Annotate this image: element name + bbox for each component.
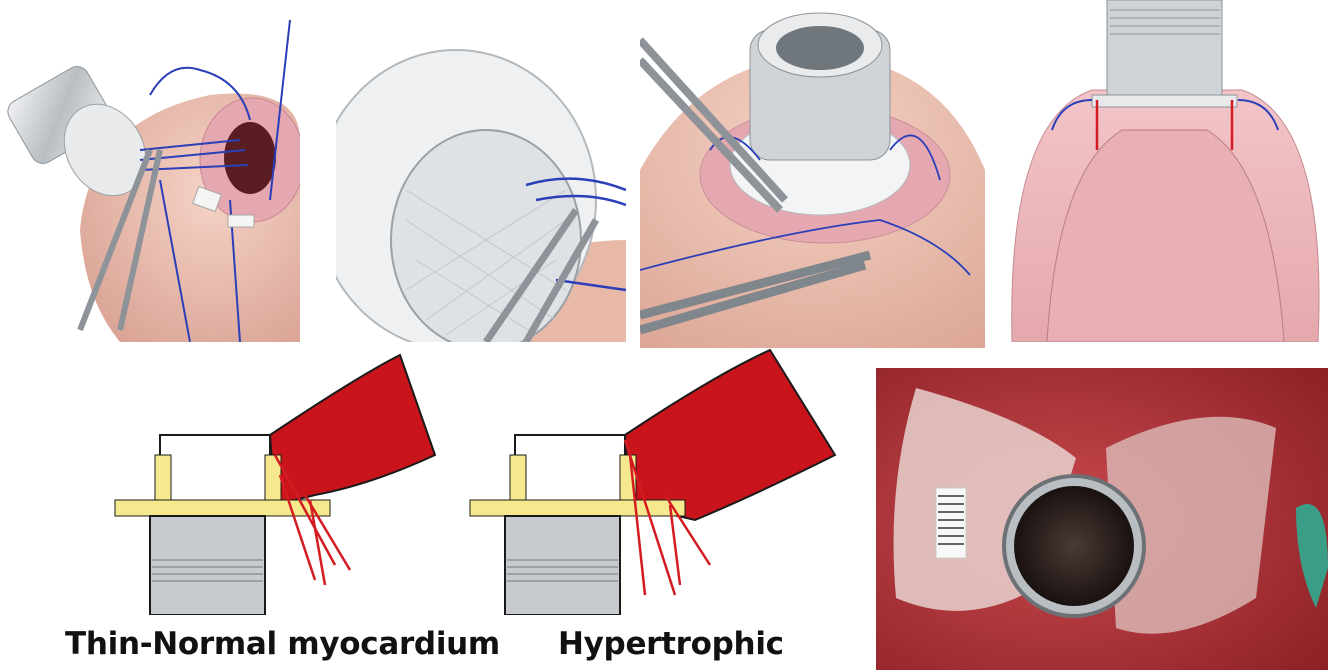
myocardium-wall bbox=[270, 355, 435, 505]
ventricle-opening bbox=[224, 122, 276, 194]
panel-thin-normal-diagram bbox=[90, 345, 460, 615]
connector-threaded-body bbox=[150, 516, 265, 615]
cuff-flange bbox=[1092, 95, 1237, 107]
connector-upper bbox=[515, 435, 625, 505]
panel-intraoperative-photo bbox=[876, 368, 1328, 670]
connector-threaded-body bbox=[505, 516, 620, 615]
cuff-flange bbox=[470, 500, 685, 516]
panel-hypertrophic-diagram bbox=[465, 345, 845, 615]
cuff-left bbox=[155, 455, 171, 505]
cuff-left bbox=[510, 455, 526, 505]
scale-ruler bbox=[936, 488, 966, 558]
panel-cuff-suturing-illustration bbox=[0, 0, 300, 342]
connector-lumen bbox=[776, 26, 864, 70]
connector-lumen bbox=[1014, 486, 1134, 606]
panel-cuff-implanted-illustration bbox=[640, 0, 985, 348]
myocardium-wall bbox=[625, 350, 835, 520]
cuff-flange bbox=[115, 500, 330, 516]
panel-cuff-closeup-illustration bbox=[336, 30, 626, 342]
caption-thin-normal: Thin-Normal myocardium bbox=[65, 626, 500, 662]
connector-body bbox=[1107, 0, 1222, 100]
connector-upper bbox=[160, 435, 270, 505]
mesh-body bbox=[391, 130, 581, 342]
panel-cross-section-illustration bbox=[1002, 0, 1328, 342]
caption-hypertrophic: Hypertrophic bbox=[558, 626, 784, 662]
